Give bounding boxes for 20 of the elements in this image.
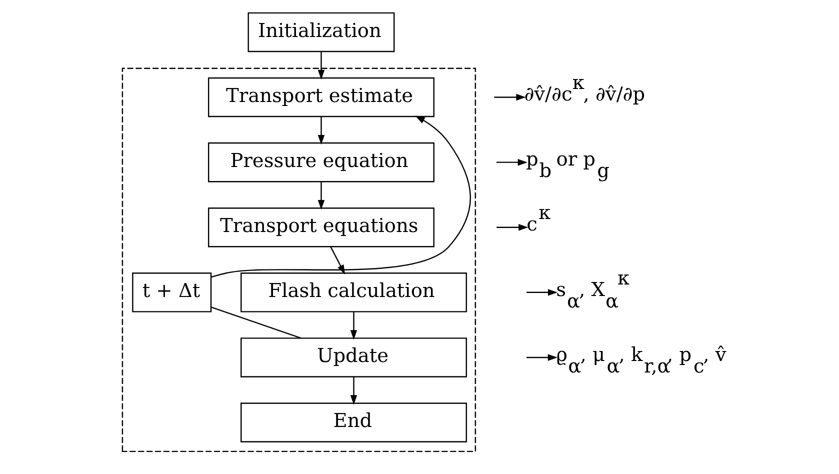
connector	[210, 306, 301, 339]
node-box: Pressure equation	[207, 142, 434, 182]
node-box: Update	[240, 338, 466, 378]
node-box: End	[240, 402, 466, 442]
node-box: t + Δt	[132, 272, 212, 312]
node-box: Transport equations	[207, 207, 434, 248]
node-box: Flash calculation	[240, 272, 466, 312]
node-box: Initialization	[247, 12, 394, 52]
arrow	[317, 182, 324, 210]
node-box: Transport estimate	[207, 77, 434, 118]
arrow	[317, 52, 324, 80]
arrow	[496, 158, 527, 166]
arrow	[317, 116, 324, 145]
arrow	[526, 354, 558, 361]
arrow	[526, 289, 558, 296]
arrow	[496, 224, 528, 231]
arrow	[210, 116, 470, 278]
arrow	[350, 376, 357, 405]
arrow	[494, 94, 526, 101]
arrow	[350, 312, 357, 340]
